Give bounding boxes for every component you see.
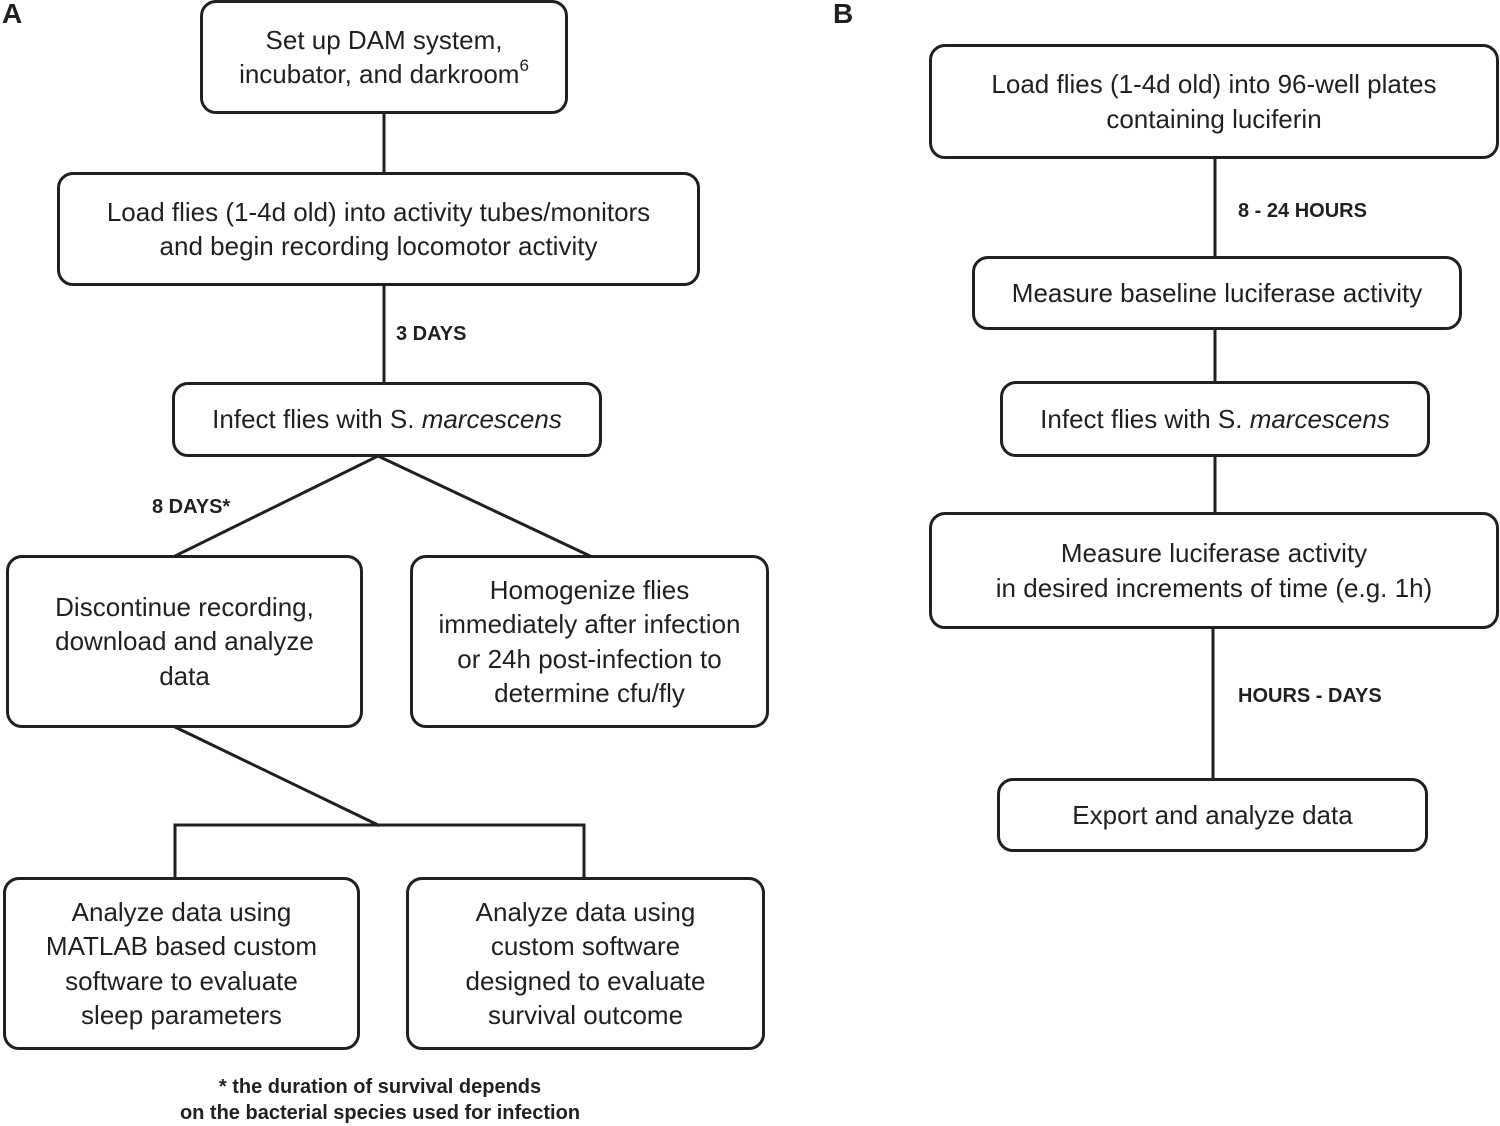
box-line: Discontinue recording, — [55, 591, 314, 622]
duration-label-8-24-hours: 8 - 24 HOURS — [1238, 200, 1367, 222]
box-line: Export and analyze data — [1072, 799, 1353, 830]
duration-label-3-days: 3 DAYS — [396, 323, 467, 345]
box-line: download and analyze — [55, 626, 314, 657]
connector-infect-to-homogenize — [376, 454, 592, 558]
box-line: sleep parameters — [81, 1000, 282, 1030]
infect-text: Infect flies with S. — [212, 404, 422, 435]
box-line: Homogenize flies — [489, 574, 690, 605]
box-line: and begin recording locomotor activity — [159, 231, 598, 261]
export-analyze-box: Export and analyze data — [997, 778, 1428, 852]
box-line: Infect flies with S. marcescens — [212, 402, 562, 437]
box-line: Analyze data using — [71, 896, 292, 927]
box-line: Analyze data using — [475, 896, 696, 927]
box-line: incubator, and darkroom6 — [239, 57, 529, 92]
box-line: determine cfu/fly — [494, 678, 685, 708]
duration-label-hours-days: HOURS - DAYS — [1238, 685, 1382, 707]
infect-flies-b-box: Infect flies with S. marcescens — [1000, 381, 1430, 457]
box-line: Measure luciferase activity — [1060, 538, 1368, 568]
box-line-text: incubator, and darkroom — [239, 59, 520, 89]
footnote-line: on the bacterial species used for infect… — [179, 1102, 581, 1124]
homogenize-flies-box: Homogenize flies immediately after infec… — [410, 555, 769, 728]
box-line: data — [159, 660, 210, 691]
box-line: custom software — [490, 931, 681, 961]
panel-b-label: B — [833, 0, 854, 29]
infect-text: Infect flies with S. — [1040, 403, 1250, 434]
setup-dam-box: Set up DAM system, incubator, and darkro… — [200, 0, 568, 114]
species-name: marcescens — [1249, 403, 1390, 434]
footnote: * the duration of survival depends on th… — [100, 1074, 660, 1126]
box-line: MATLAB based custom — [45, 931, 318, 961]
infect-flies-box: Infect flies with S. marcescens — [172, 382, 602, 457]
box-line: Load flies (1-4d old) into activity tube… — [106, 196, 651, 227]
box-line: Measure baseline luciferase activity — [1011, 277, 1423, 308]
load-flies-activity-box: Load flies (1-4d old) into activity tube… — [57, 172, 700, 286]
measure-baseline-box: Measure baseline luciferase activity — [972, 256, 1462, 330]
box-line: software to evaluate — [65, 965, 298, 996]
panel-a-label: A — [2, 0, 23, 29]
box-line: Load flies (1-4d old) into 96-well plate… — [991, 69, 1437, 99]
analyze-survival-box: Analyze data using custom software desig… — [406, 877, 765, 1050]
analyze-sleep-box: Analyze data using MATLAB based custom s… — [3, 877, 360, 1050]
duration-label-8-days: 8 DAYS* — [152, 496, 231, 518]
measure-luciferase-box: Measure luciferase activity in desired i… — [929, 512, 1499, 629]
box-line: immediately after infection — [438, 609, 741, 639]
species-name: marcescens — [421, 404, 562, 435]
connector-discontinue-to-branch — [172, 724, 381, 828]
box-line: or 24h post-infection to — [457, 643, 722, 674]
footnote-line: * the duration of survival depends — [218, 1076, 542, 1098]
box-line: Infect flies with S. marcescens — [1040, 402, 1390, 437]
box-line: designed to evaluate — [465, 965, 706, 996]
box-line: in desired increments of time (e.g. 1h) — [995, 572, 1433, 603]
box-line: survival outcome — [487, 1000, 684, 1030]
connector-infect-to-discontinue — [172, 453, 381, 559]
reference-superscript: 6 — [519, 56, 529, 75]
discontinue-recording-box: Discontinue recording, download and anal… — [6, 555, 363, 728]
load-flies-plates-box: Load flies (1-4d old) into 96-well plate… — [929, 44, 1499, 159]
box-line: Set up DAM system, — [265, 24, 503, 55]
box-line: containing luciferin — [1106, 103, 1322, 134]
